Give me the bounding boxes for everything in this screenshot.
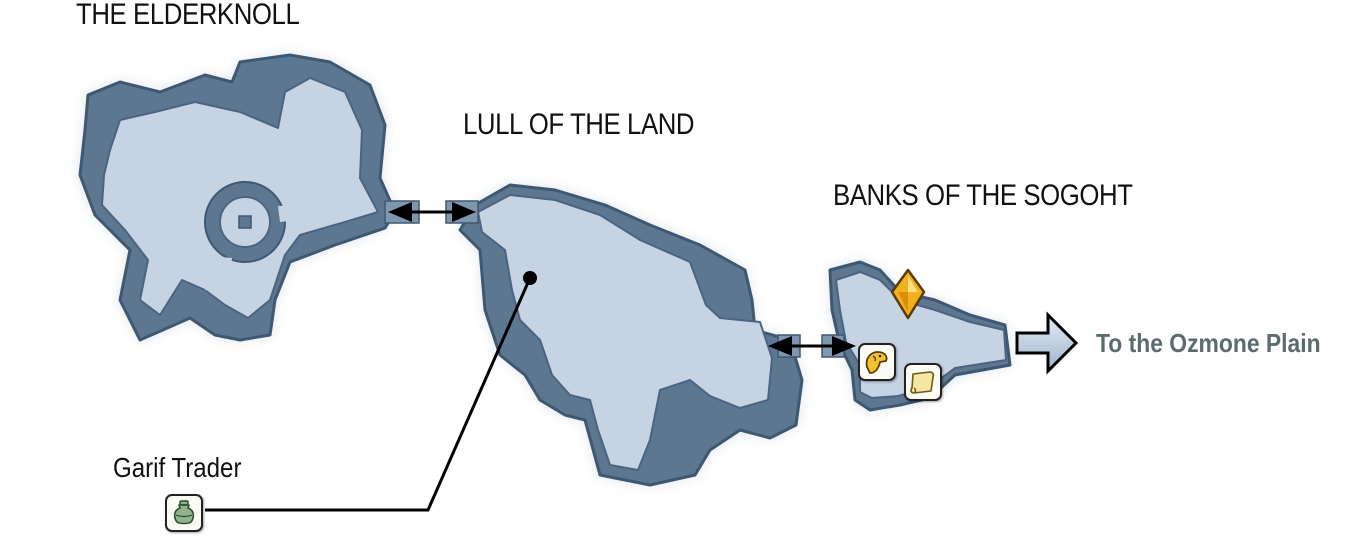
connector-lull-sogoht[interactable] [768, 336, 856, 356]
save-crystal-icon[interactable] [890, 268, 926, 320]
area-label-sogoht: BANKS OF THE SOGOHT [833, 179, 1133, 212]
exit-label-ozmone[interactable]: To the Ozmone Plain [1096, 328, 1321, 358]
npc-label-garif-trader: Garif Trader [113, 452, 242, 483]
scroll-icon[interactable] [904, 363, 942, 401]
connector-elderknoll-lull[interactable] [388, 202, 476, 222]
area-label-lull: LULL OF THE LAND [463, 108, 695, 141]
area-label-elderknoll: THE ELDERKNOLL [76, 0, 300, 31]
lull-upper-floor [477, 194, 773, 471]
exit-arrow-ozmone[interactable] [1015, 311, 1079, 375]
trader-pointer [205, 271, 537, 512]
region-lull-of-the-land [458, 183, 804, 487]
chocobo-icon[interactable] [858, 343, 896, 381]
vase-icon[interactable] [165, 494, 203, 532]
region-elderknoll [78, 53, 397, 342]
elderknoll-ring-center [238, 215, 252, 229]
